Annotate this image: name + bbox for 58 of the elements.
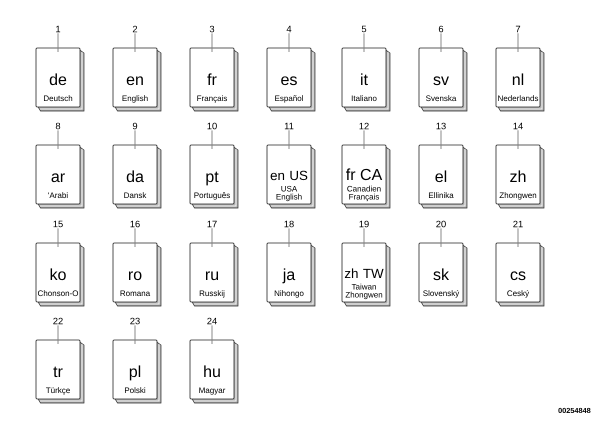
callout-number: 22 <box>53 318 63 324</box>
leader-line <box>134 324 136 344</box>
callout-number: 3 <box>210 26 214 32</box>
book: pt Português <box>190 144 238 208</box>
book: pl Polski <box>112 340 162 404</box>
book: ko Chonson-O <box>36 242 84 306</box>
leader-line <box>134 228 136 248</box>
leader-line <box>440 228 442 248</box>
book: tr Türkçe <box>36 340 84 404</box>
callout-number: 4 <box>286 26 292 32</box>
book: cs Ceský <box>496 242 544 306</box>
book: nl Nederlands <box>496 48 544 112</box>
callout-number: 23 <box>130 318 140 324</box>
book: en US USA English <box>266 144 316 208</box>
book: es Español <box>266 48 316 112</box>
book: ja Nihongo <box>266 242 316 306</box>
book: fr Français <box>190 48 238 112</box>
callout-number: 19 <box>360 220 369 228</box>
book: sv Svenska <box>418 48 468 112</box>
book: da Dansk <box>112 144 162 208</box>
book: it Italiano <box>342 48 390 112</box>
callout-number: 1 <box>56 26 60 32</box>
callout-number: 5 <box>362 26 366 32</box>
callout-number: 2 <box>132 26 138 32</box>
callout-number: 11 <box>284 122 294 130</box>
callout-number: 15 <box>54 220 63 228</box>
book: de Deutsch <box>36 48 84 112</box>
callout-number: 12 <box>360 122 369 130</box>
book: zh Zhongwen <box>496 144 544 208</box>
leader-line <box>288 228 290 248</box>
callout-number: 16 <box>130 220 140 228</box>
callout-number: 14 <box>514 122 523 130</box>
callout-number: 9 <box>132 122 138 130</box>
book: zh TW Taiwan Zhongwen <box>342 242 390 306</box>
callout-number: 17 <box>208 220 217 228</box>
leader-line <box>440 32 442 52</box>
callout-number: 10 <box>208 122 217 130</box>
book: ru Russkij <box>190 242 238 306</box>
callout-number: 24 <box>207 318 217 324</box>
book: en English <box>112 48 162 112</box>
callout-number: 20 <box>436 220 446 228</box>
book: hu Magyar <box>190 340 238 404</box>
callout-number: 21 <box>513 220 523 228</box>
leader-line <box>288 32 290 52</box>
book: sk Slovenský <box>418 242 468 306</box>
callout-number: 7 <box>516 26 520 32</box>
leader-line <box>134 32 136 52</box>
callout-number: 8 <box>56 122 60 130</box>
callout-number: 13 <box>436 122 446 130</box>
leader-line <box>134 130 136 150</box>
book: el Ellinika <box>418 144 468 208</box>
leader-line <box>288 130 290 150</box>
leader-line <box>440 130 442 150</box>
book: ro Romana <box>112 242 162 306</box>
book: ar 'Arabi <box>36 144 84 208</box>
callout-number: 6 <box>438 26 444 32</box>
book: fr CA Canadien Français <box>342 144 390 208</box>
callout-number: 18 <box>284 220 294 228</box>
